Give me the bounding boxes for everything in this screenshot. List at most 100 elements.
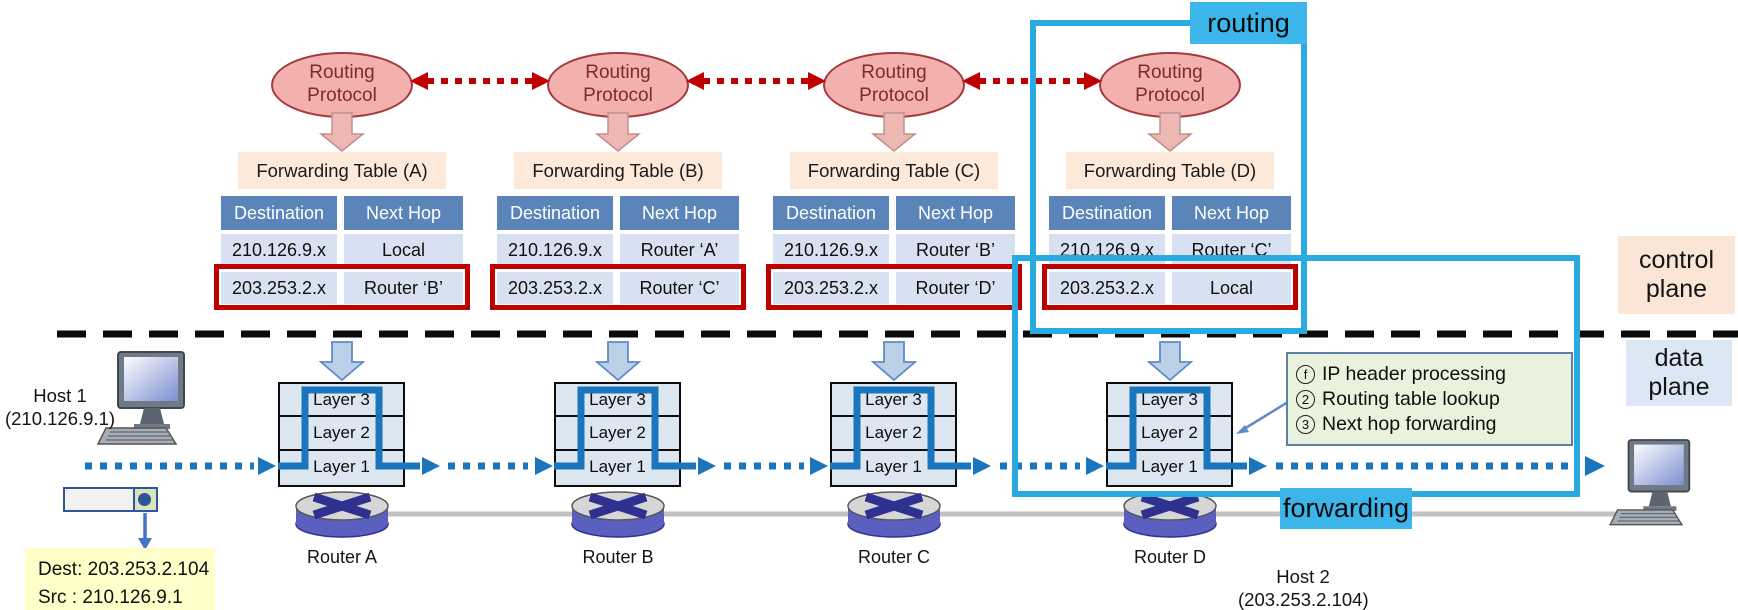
packet-graphic [63,487,158,512]
host2-ip: (203.253.2.104) [1238,589,1369,610]
layer-2: Layer 2 [556,417,679,451]
step-2-circle: 2 [1296,389,1315,409]
routing-protocol-label: Routing Protocol [1135,62,1205,106]
table-cell: 203.253.2.x [1049,272,1165,304]
host2-label: Host 2 (203.253.2.104) [1238,565,1369,610]
host2-name: Host 2 [1276,566,1330,587]
table-cell: 203.253.2.x [497,272,613,304]
layer-1: Layer 1 [589,457,646,477]
router-icons [295,491,1217,538]
table-cell: 203.253.2.x [221,272,337,304]
table-cell: 210.126.9.x [773,234,889,266]
highlight-red-box [490,264,746,310]
layer-2: Layer 2 [832,417,955,451]
layer-3: Layer 3 [556,384,679,418]
packet-header-dot [138,492,151,506]
forwarding-table-title: Forwarding Table (A) [238,152,446,189]
layer-3: Layer 3 [1108,384,1231,418]
data-plane-label: data plane [1626,340,1732,406]
col-header-destination: Destination [497,196,613,230]
routing-protocol-ellipse: Routing Protocol [1099,52,1241,118]
packet-pointer-arrowhead [138,538,152,550]
blue-down-arrow-group [318,341,1194,382]
unit-router-b: Routing Protocol Forwarding Table (B) De… [490,0,746,610]
note-step-1: f IP header processing [1296,363,1563,386]
layer-3: Layer 3 [832,384,955,418]
col-header-destination: Destination [1049,196,1165,230]
step-2-text: Routing table lookup [1322,387,1500,410]
col-header-next-hop: Next Hop [1172,196,1291,230]
packet-path-through-stacks [278,386,1233,470]
routing-protocol-ellipse: Routing Protocol [823,52,965,118]
forwarding-steps-note: f IP header processing 2 Routing table l… [1286,352,1573,446]
layer-1: Layer 1 [313,457,370,477]
highlight-red-box [766,264,1022,310]
notes-connector-line [1243,400,1289,431]
router-a-icon [295,491,389,538]
table-cell: Router ‘B’ [896,234,1015,266]
routing-region-box [1030,20,1307,334]
table-cell: Local [344,234,463,266]
control-plane-label: control plane [1618,236,1735,314]
notes-connector-arrowhead [1236,425,1249,434]
routing-protocol-arrowheads [410,72,1102,90]
packet-address-note: Dest: 203.253.2.104 Src : 210.126.9.1 [25,548,215,610]
data-plane-text: data plane [1648,343,1710,402]
forwarding-table-title: Forwarding Table (C) [790,152,998,189]
host1-computer-icon [96,351,185,445]
routing-protocol-label: Routing Protocol [859,62,929,106]
col-header-next-hop: Next Hop [896,196,1015,230]
routing-protocol-ellipse: Routing Protocol [547,52,689,118]
packet-flow-arrowheads [258,456,1605,476]
col-header-destination: Destination [773,196,889,230]
router-label: Router C [857,547,931,567]
router-c-icon [847,491,941,538]
table-cell: Router ‘A’ [620,234,739,266]
table-cell: 210.126.9.x [497,234,613,266]
forwarding-table-title: Forwarding Table (D) [1066,152,1274,189]
unit-router-c: Routing Protocol Forwarding Table (C) De… [766,0,1022,610]
host1-ip: (210.126.9.1) [4,408,116,430]
col-header-next-hop: Next Hop [620,196,739,230]
router-d-icon [1123,491,1217,538]
table-cell: Router ‘B’ [344,272,463,304]
packet-header-segment [133,489,156,510]
forwarding-tag: forwarding [1280,488,1412,529]
step-1-circle: f [1296,364,1315,384]
step-3-circle: 3 [1296,414,1315,434]
col-header-next-hop: Next Hop [344,196,463,230]
step-3-text: Next hop forwarding [1322,412,1497,435]
control-plane-text: control plane [1638,245,1715,304]
routing-protocol-label: Routing Protocol [583,62,653,106]
host2-computer-icon [1609,439,1691,526]
unit-router-a: Routing Protocol Forwarding Table (A) De… [214,0,470,610]
layer-1: Layer 1 [1141,457,1198,477]
router-label: Router B [582,547,654,567]
layer-3: Layer 3 [280,384,403,418]
packet-dest: Dest: 203.253.2.104 [38,559,210,580]
table-cell: Router ‘C’ [620,272,739,304]
routing-protocol-ellipse: Routing Protocol [271,52,413,118]
host1-label: Host 1 (210.126.9.1) [0,384,120,430]
note-step-3: 3 Next hop forwarding [1296,413,1563,436]
host1-name: Host 1 [33,385,87,406]
router-label: Router D [1133,547,1207,567]
note-step-2: 2 Routing table lookup [1296,388,1563,411]
col-header-destination: Destination [221,196,337,230]
step-1-text: IP header processing [1322,362,1506,385]
table-cell: 210.126.9.x [221,234,337,266]
routing-protocol-label: Routing Protocol [307,62,377,106]
highlight-red-box [1042,264,1298,310]
layer-2: Layer 2 [1108,417,1231,451]
forwarding-table-title: Forwarding Table (B) [514,152,722,189]
packet-src: Src : 210.126.9.1 [38,586,183,608]
pink-down-arrow-group [318,112,1194,152]
routing-tag: routing [1190,2,1307,44]
router-b-icon [571,491,665,538]
layer-2: Layer 2 [280,417,403,451]
table-cell: Router ‘D’ [896,272,1015,304]
router-label: Router A [306,547,378,567]
table-cell: 203.253.2.x [773,272,889,304]
